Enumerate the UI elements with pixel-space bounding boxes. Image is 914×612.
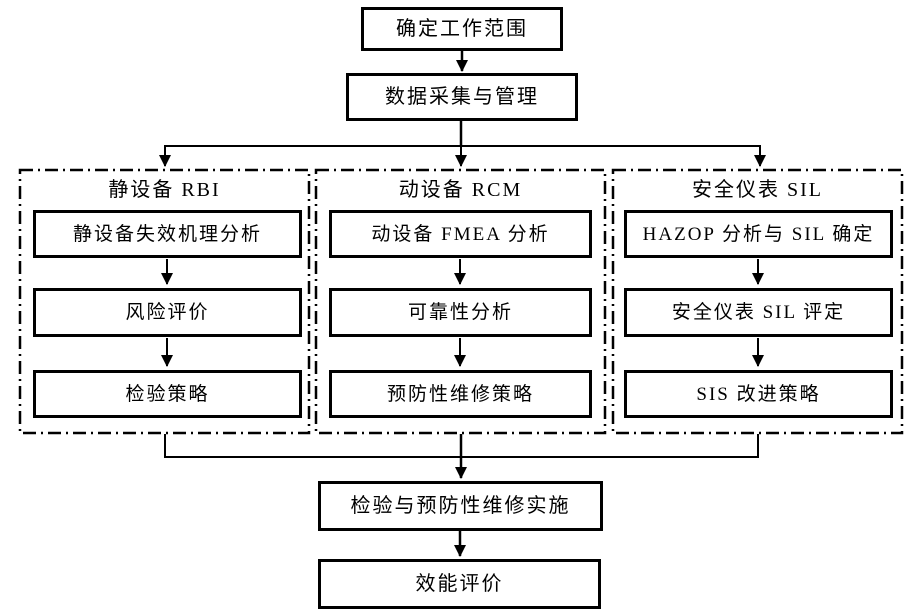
column-header-sil: 安全仪表 SIL	[692, 179, 823, 201]
dashed-frame-rcm	[314, 168, 607, 435]
node-performance-evaluation: 效能评价	[318, 559, 601, 609]
node-rcm-preventive-maintenance-strategy: 预防性维修策略	[329, 370, 592, 418]
node-rbi-risk-evaluation: 风险评价	[33, 288, 302, 337]
node-sis-improvement-strategy: SIS 改进策略	[624, 370, 893, 418]
node-rcm-fmea-analysis: 动设备 FMEA 分析	[329, 210, 592, 258]
column-header-rbi: 静设备 RBI	[108, 179, 221, 201]
node-sil-hazop-determination: HAZOP 分析与 SIL 确定	[624, 210, 893, 258]
dashed-frame-sil	[611, 168, 904, 435]
node-data-management: 数据采集与管理	[346, 73, 578, 121]
node-scope: 确定工作范围	[361, 7, 563, 51]
node-rbi-inspection-strategy: 检验策略	[33, 370, 302, 418]
node-implementation: 检验与预防性维修实施	[318, 481, 603, 531]
node-rcm-reliability-analysis: 可靠性分析	[329, 288, 592, 337]
node-rbi-failure-analysis: 静设备失效机理分析	[33, 210, 302, 258]
dashed-frame-rbi	[18, 168, 311, 435]
column-header-rcm: 动设备 RCM	[398, 179, 523, 201]
node-sil-assessment: 安全仪表 SIL 评定	[624, 288, 893, 337]
